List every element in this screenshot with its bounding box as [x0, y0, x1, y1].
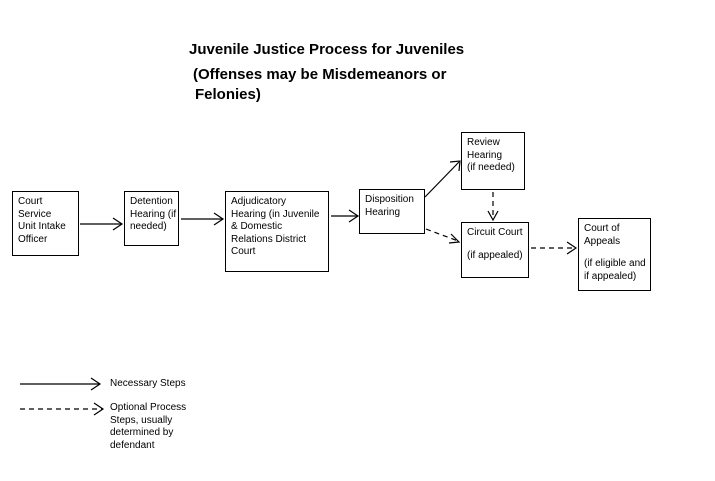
- node-line: needed): [130, 221, 167, 232]
- legend-dashed-arrow: [20, 402, 105, 416]
- node-line: Disposition: [365, 194, 414, 205]
- node-line: Review: [467, 137, 500, 148]
- legend-label-line: determined by: [110, 427, 174, 438]
- node-line: Hearing (in Juvenile: [231, 208, 320, 220]
- node-line: Relations District: [231, 233, 307, 245]
- node-line: Appeals: [584, 235, 621, 247]
- page-title-line-3: Felonies): [195, 86, 261, 103]
- node-line: Court: [231, 246, 256, 257]
- node-disposition-hearing[interactable]: Disposition Hearing: [359, 189, 425, 234]
- node-line: Circuit Court: [467, 227, 523, 238]
- edge-disposition-to-review: [424, 160, 461, 198]
- node-line: Court of: [584, 223, 620, 234]
- node-line: Service: [18, 208, 52, 220]
- node-line: Unit Intake: [18, 221, 66, 232]
- node-line: Court: [18, 196, 43, 207]
- edge-disposition-to-circuit: [425, 228, 461, 244]
- node-adjudicatory-hearing[interactable]: Adjudicatory Hearing (in Juvenile & Dome…: [225, 191, 329, 272]
- legend-solid-arrow: [20, 377, 102, 391]
- edge-detention-to-adjudicatory: [181, 212, 225, 226]
- edge-review-to-circuit: [487, 192, 499, 222]
- node-line: Hearing: [467, 149, 503, 161]
- node-line: Detention: [130, 196, 173, 207]
- node-line: Hearing (if: [130, 208, 177, 220]
- node-line: Adjudicatory: [231, 196, 287, 207]
- node-circuit-court[interactable]: Circuit Court (if appealed): [461, 222, 529, 278]
- node-court-of-appeals[interactable]: Court of Appeals (if eligible and if app…: [578, 218, 651, 291]
- node-line: (if appealed): [467, 249, 523, 261]
- node-line: Officer: [18, 233, 48, 245]
- legend-label-line: Steps, usually: [110, 414, 173, 426]
- page-title-line-1: Juvenile Justice Process for Juveniles: [189, 41, 465, 58]
- page-title-line-2: (Offenses may be Misdemeanors or: [193, 66, 447, 83]
- node-detention-hearing[interactable]: Detention Hearing (if needed): [124, 191, 179, 246]
- node-line: (if eligible and: [584, 258, 646, 269]
- node-spacer: [584, 248, 646, 258]
- node-line: if appealed): [584, 270, 637, 282]
- legend-label-optional-steps: Optional Process Steps, usually determin…: [110, 402, 186, 452]
- edge-circuit-to-appeals: [531, 241, 578, 255]
- edge-intake-to-detention: [80, 217, 124, 231]
- legend-label-line: defendant: [110, 439, 155, 451]
- node-review-hearing[interactable]: Review Hearing (if needed): [461, 132, 525, 190]
- legend-label-line: Optional Process: [110, 402, 187, 413]
- edge-adjudicatory-to-disposition: [331, 209, 360, 223]
- node-line: & Domestic: [231, 221, 283, 232]
- legend-label-necessary-steps: Necessary Steps: [110, 378, 186, 389]
- node-line: Hearing: [365, 206, 401, 218]
- node-spacer: [467, 240, 524, 250]
- node-court-service-unit-intake-officer[interactable]: Court Service Unit Intake Officer: [12, 191, 79, 256]
- node-line: (if needed): [467, 162, 515, 173]
